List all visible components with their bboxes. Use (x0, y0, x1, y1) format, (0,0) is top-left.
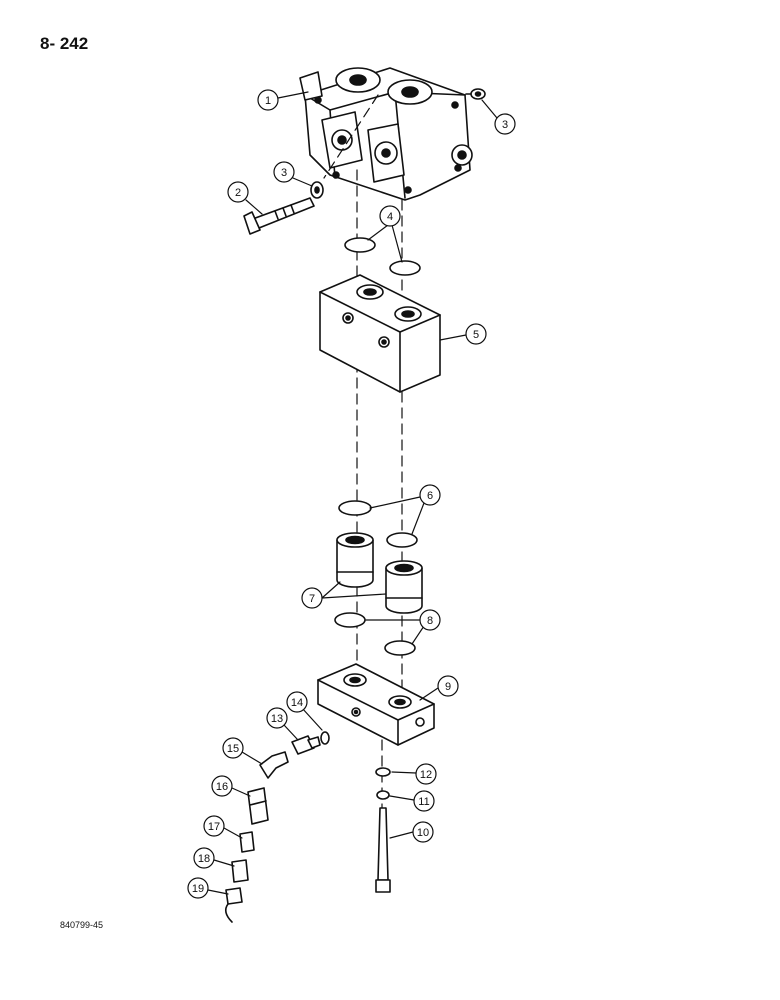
manifold-block-upper (319, 274, 441, 393)
callout-19: 19 (192, 883, 204, 895)
o-ring-8a (334, 612, 366, 628)
elbow-15 (259, 751, 289, 779)
callout-5: 5 (473, 329, 479, 341)
washer-12 (375, 767, 391, 777)
callout-11: 11 (418, 796, 429, 808)
fitting-13 (291, 735, 321, 755)
washer-right (465, 88, 486, 100)
callout-10: 10 (417, 827, 429, 839)
callout-4: 4 (387, 211, 393, 223)
callouts (187, 89, 516, 899)
callout-3-left: 3 (281, 167, 287, 179)
tie-bolt-10 (375, 807, 391, 893)
callout-1: 1 (265, 95, 271, 107)
callout-12: 12 (420, 769, 432, 781)
fitting-18 (231, 859, 249, 883)
callout-18: 18 (198, 853, 210, 865)
sleeve-7a (336, 532, 374, 588)
o-ring-4b (389, 260, 421, 276)
manifold-block-lower (317, 663, 435, 746)
figure-code: 840799-45 (60, 920, 104, 930)
callout-6: 6 (427, 490, 433, 502)
o-ring-6b (386, 532, 418, 548)
callout-16: 16 (216, 781, 228, 793)
washer-left (310, 181, 324, 199)
callout-15: 15 (227, 743, 239, 755)
mounting-bolt (243, 197, 315, 235)
callout-labels: 1 2 3 3 4 5 6 7 8 9 10 11 12 13 14 15 16… (192, 95, 508, 895)
callout-13: 13 (271, 713, 283, 725)
sleeve-7b (385, 560, 423, 614)
page-number: 8- 242 (40, 34, 89, 53)
o-ring-6a (338, 500, 372, 516)
callout-9: 9 (445, 681, 451, 693)
dust-cap-19 (224, 887, 243, 923)
callout-3-right: 3 (502, 119, 508, 131)
alignment-lines (323, 94, 403, 821)
pump-assembly (299, 67, 473, 201)
nut-11 (376, 790, 390, 800)
callout-2: 2 (235, 187, 241, 199)
callout-8: 8 (427, 615, 433, 627)
coupling-16 (247, 787, 269, 825)
seal-14 (320, 731, 330, 745)
callout-17: 17 (208, 821, 220, 833)
callout-14: 14 (291, 697, 303, 709)
callout-7: 7 (309, 593, 315, 605)
o-ring-4a (344, 237, 376, 253)
o-ring-8b (384, 640, 416, 656)
fitting-17 (239, 831, 255, 853)
